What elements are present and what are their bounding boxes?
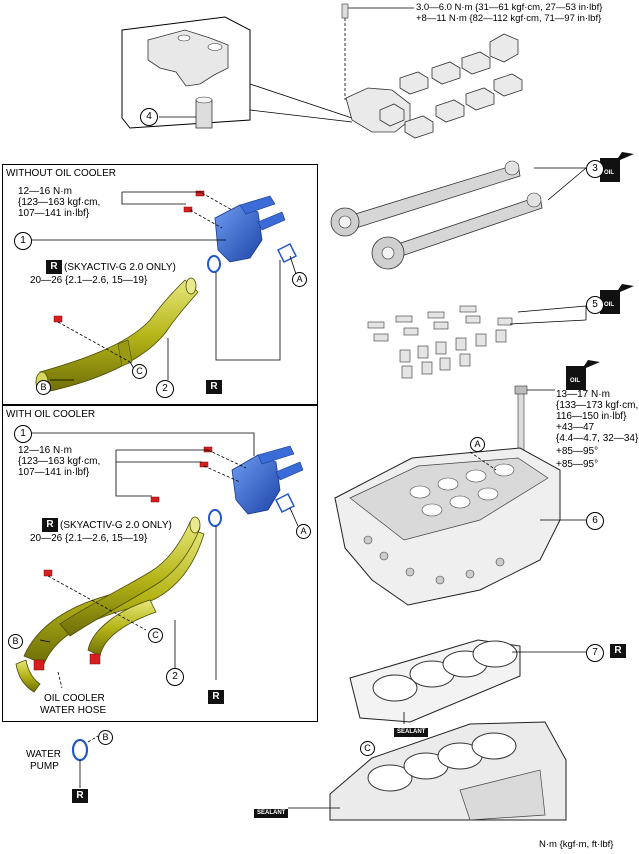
- hla-inset: [121, 16, 353, 129]
- callout-b-bottom: B: [8, 634, 23, 649]
- callout-2-top: 2: [156, 380, 174, 398]
- oil-label-5: OIL: [604, 302, 614, 308]
- oil-label-3: OIL: [604, 170, 614, 176]
- head-bolt-torque-6: +85—95°: [556, 446, 599, 457]
- callout-6: 6: [586, 512, 604, 530]
- rocker-arms: [367, 305, 513, 379]
- callout-a-top: A: [292, 272, 307, 287]
- wc-skyactiv-note: (SKYACTIV-G 2.0 ONLY): [60, 520, 172, 531]
- replace-badge-head-gasket: R: [610, 644, 626, 658]
- head-gasket: [349, 639, 586, 724]
- camshafts: [330, 160, 543, 270]
- water-outlet-2: [208, 445, 304, 527]
- replace-badge-water-pump: R: [72, 789, 88, 803]
- camshaft-cap-torque-2: +8—11 N·m {82—112 kgf·cm, 71—97 in·lbf}: [416, 13, 602, 24]
- camshaft-caps: [345, 33, 523, 139]
- sealant-label-block: SEALANT: [254, 809, 289, 818]
- woc-skyactiv-torque: 20—26 {2.1—2.6, 15—19}: [30, 275, 148, 286]
- callout-c-block: C: [360, 741, 375, 756]
- callout-7: 7: [586, 644, 604, 662]
- callout-b-top: B: [36, 380, 51, 395]
- camshaft-cap-torque-1: 3.0—6.0 N·m {31—61 kgf·cm, 27—53 in·lbf}: [416, 2, 603, 13]
- without-oil-cooler-title: WITHOUT OIL COOLER: [6, 168, 117, 179]
- wc-torque-3: 107—141 in·lbf}: [18, 467, 90, 478]
- water-outlet-1: [207, 195, 298, 273]
- without-oil-cooler-panel: [2, 164, 318, 406]
- woc-torque-1: 12—16 N·m: [18, 186, 72, 197]
- woc-replace-badge: R: [46, 260, 62, 274]
- oil-can-icon: [566, 152, 634, 390]
- with-oil-cooler-panel: [2, 404, 318, 722]
- replace-badge-gasket-1: R: [206, 380, 222, 394]
- cylinder-head: [334, 447, 586, 606]
- head-bolt-torque-7: +85—95°: [556, 459, 599, 470]
- with-oil-cooler-title: WITH OIL COOLER: [6, 409, 96, 420]
- cylinder-block: [288, 721, 567, 821]
- wc-replace-badge: R: [42, 518, 58, 532]
- callout-a-bottom: A: [296, 524, 311, 539]
- head-bolt-torque-3: 116—150 in·lbf}: [556, 411, 627, 422]
- callout-b-water-pump: B: [98, 730, 113, 745]
- water-pump-label-2: PUMP: [30, 761, 59, 772]
- callout-1-top: 1: [14, 232, 32, 250]
- callout-c-bottom: C: [148, 628, 163, 643]
- oil-cooler-hose-label-1: OIL COOLER: [44, 693, 105, 704]
- wc-torque-2: {123—163 kgf·cm,: [18, 456, 101, 467]
- bolts-1: [53, 190, 205, 323]
- callout-1-bottom: 1: [14, 425, 32, 443]
- woc-skyactiv-note: (SKYACTIV-G 2.0 ONLY): [64, 262, 176, 273]
- callout-5: 5: [586, 296, 604, 314]
- head-bolt-torque-5: {4.4—4.7, 32—34}: [556, 433, 639, 444]
- callout-4: 4: [140, 108, 158, 126]
- oil-label-head: OIL: [570, 378, 580, 384]
- woc-torque-3: 107—141 in·lbf}: [18, 208, 90, 219]
- head-bolt-torque-4: +43—47: [556, 422, 595, 433]
- water-pump-label-1: WATER: [26, 749, 61, 760]
- callout-2-bottom: 2: [166, 668, 184, 686]
- oil-cooler-hose-label-2: WATER HOSE: [40, 705, 107, 716]
- water-pipe-2: [15, 516, 205, 693]
- callout-c-top: C: [132, 364, 147, 379]
- head-bolt-torque-2: {133—173 kgf·cm,: [556, 400, 639, 411]
- units-note: N·m {kgf·m, ft·lbf}: [539, 839, 614, 850]
- replace-badge-gasket-2: R: [208, 690, 224, 704]
- head-bolt-torque-1: 13—17 N·m: [556, 389, 610, 400]
- wc-skyactiv-torque: 20—26 {2.1—2.6, 15—19}: [30, 533, 148, 544]
- callout-a-head: A: [470, 437, 485, 452]
- woc-torque-2: {123—163 kgf·cm,: [18, 197, 101, 208]
- callout-3: 3: [586, 160, 604, 178]
- sealant-label-gasket: SEALANT: [394, 728, 429, 737]
- bolts-2: [43, 446, 213, 577]
- wc-torque-1: 12—16 N·m: [18, 445, 72, 456]
